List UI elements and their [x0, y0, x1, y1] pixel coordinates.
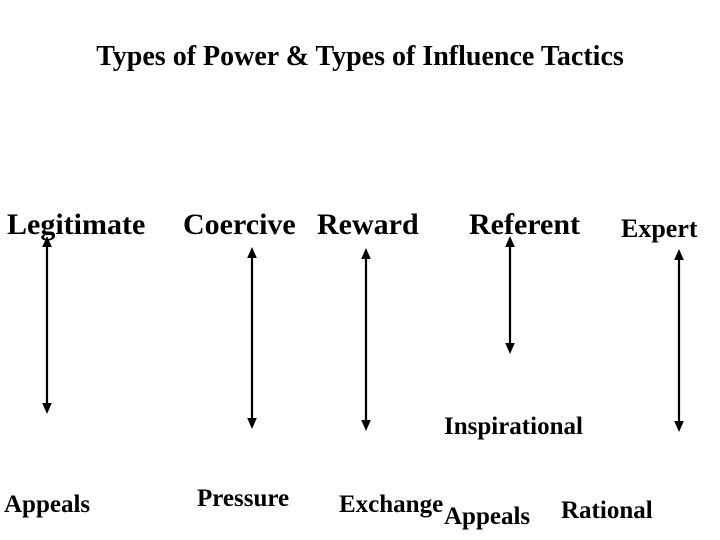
power-label-legitimate: Legitimate	[7, 208, 146, 241]
tactic-pressure-tactics-line1: Pressure	[197, 485, 290, 512]
connector-legitimate-appeals-authority	[37, 236, 57, 414]
connector-referent-inspirational-appeals	[500, 236, 520, 354]
tactic-label-pressure-tactics: Pressure Tactics	[197, 424, 289, 540]
power-label-expert: Expert	[621, 214, 698, 243]
connector-coercive-pressure-tactics	[242, 247, 262, 429]
power-label-coercive: Coercive	[183, 208, 296, 241]
connector-expert-rational-persuasion	[669, 249, 689, 432]
tactic-label-appeals-to-authority: Appeals to authority	[4, 430, 131, 540]
tactic-label-exchange-benefits: Exchange benefits	[339, 430, 443, 540]
power-label-referent: Referent	[469, 208, 581, 241]
tactic-rational-persuasion-line1: Rational	[561, 497, 653, 524]
connector-reward-exchange-benefits	[356, 248, 376, 431]
tactic-inspirational-appeals-line1: Inspirational	[444, 413, 583, 440]
tactic-exchange-benefits-line1: Exchange	[339, 491, 444, 518]
tactic-appeals-to-authority-line1: Appeals	[4, 491, 91, 518]
tactic-inspirational-appeals-line2: Appeals	[444, 503, 531, 530]
page-title: Types of Power & Types of Influence Tact…	[96, 41, 624, 72]
tactic-label-rational-persuasion: Rational Persuasion	[561, 436, 678, 540]
power-label-reward: Reward	[317, 208, 419, 241]
tactic-label-inspirational-appeals: Inspirational Appeals	[444, 352, 583, 540]
